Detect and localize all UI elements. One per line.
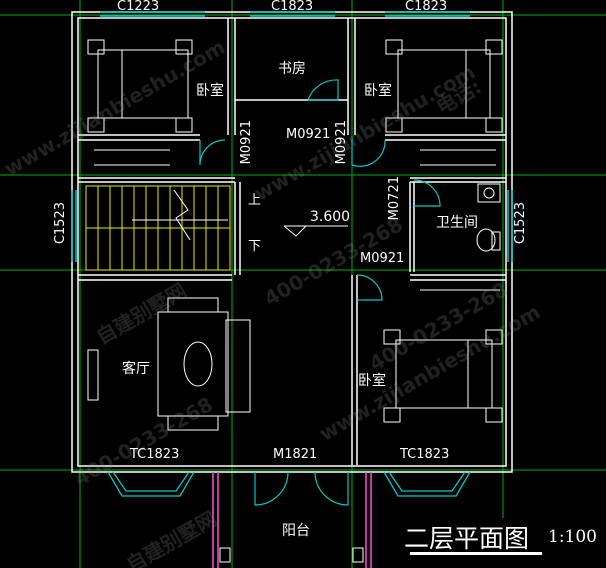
stair-down-label: 下 [248,239,262,254]
drawing-title: 二层平面图 [404,524,530,553]
windows [71,11,513,262]
door-swings [199,79,441,506]
window-label-sw: TC1823 [130,447,180,462]
door-label-bed-se: M0921 [360,251,405,266]
exterior-walls [71,11,513,473]
room-label-study: 书房 [278,61,306,77]
elevation-label: 3.600 [310,209,351,225]
door-label-study: M0921 [286,127,331,142]
door-label-bed-ne: M0921 [334,120,349,165]
bed-se [383,329,503,423]
drawing-scale: 1:100 [548,527,597,547]
wardrobe-marks [94,149,500,291]
window-label-east: C1523 [513,202,528,245]
room-label-bedroom-se: 卧室 [358,373,386,389]
bay-windows [107,471,471,497]
interior-walls [78,18,506,465]
bathroom-fixtures [476,183,501,252]
stair [85,185,231,271]
window-label-nw: C1223 [117,0,160,14]
door-label-bath: M0721 [387,176,402,221]
window-label-se: TC1823 [400,447,450,462]
door-label-balcony: M1821 [273,447,318,462]
room-label-bathroom: 卫生间 [436,215,478,231]
living-sofa-set [87,297,251,431]
bed-nw [87,39,193,133]
door-label-bed-nw: M0921 [239,120,254,165]
balcony-columns [219,547,364,563]
window-label-study: C1823 [271,0,314,14]
window-label-ne: C1823 [405,0,448,14]
title-underline [410,552,542,555]
room-label-living-room: 客厅 [122,361,150,377]
window-label-west: C1523 [53,202,68,245]
room-label-balcony: 阳台 [282,523,310,539]
title-background [404,518,606,568]
stair-arrow [132,189,228,241]
room-label-bedroom-ne: 卧室 [364,83,392,99]
room-label-bedroom-nw: 卧室 [196,83,224,99]
stair-up-label: 上 [248,193,262,208]
balcony-railing [212,472,372,568]
bed-ne [385,39,503,133]
elevation-marker [283,225,348,237]
